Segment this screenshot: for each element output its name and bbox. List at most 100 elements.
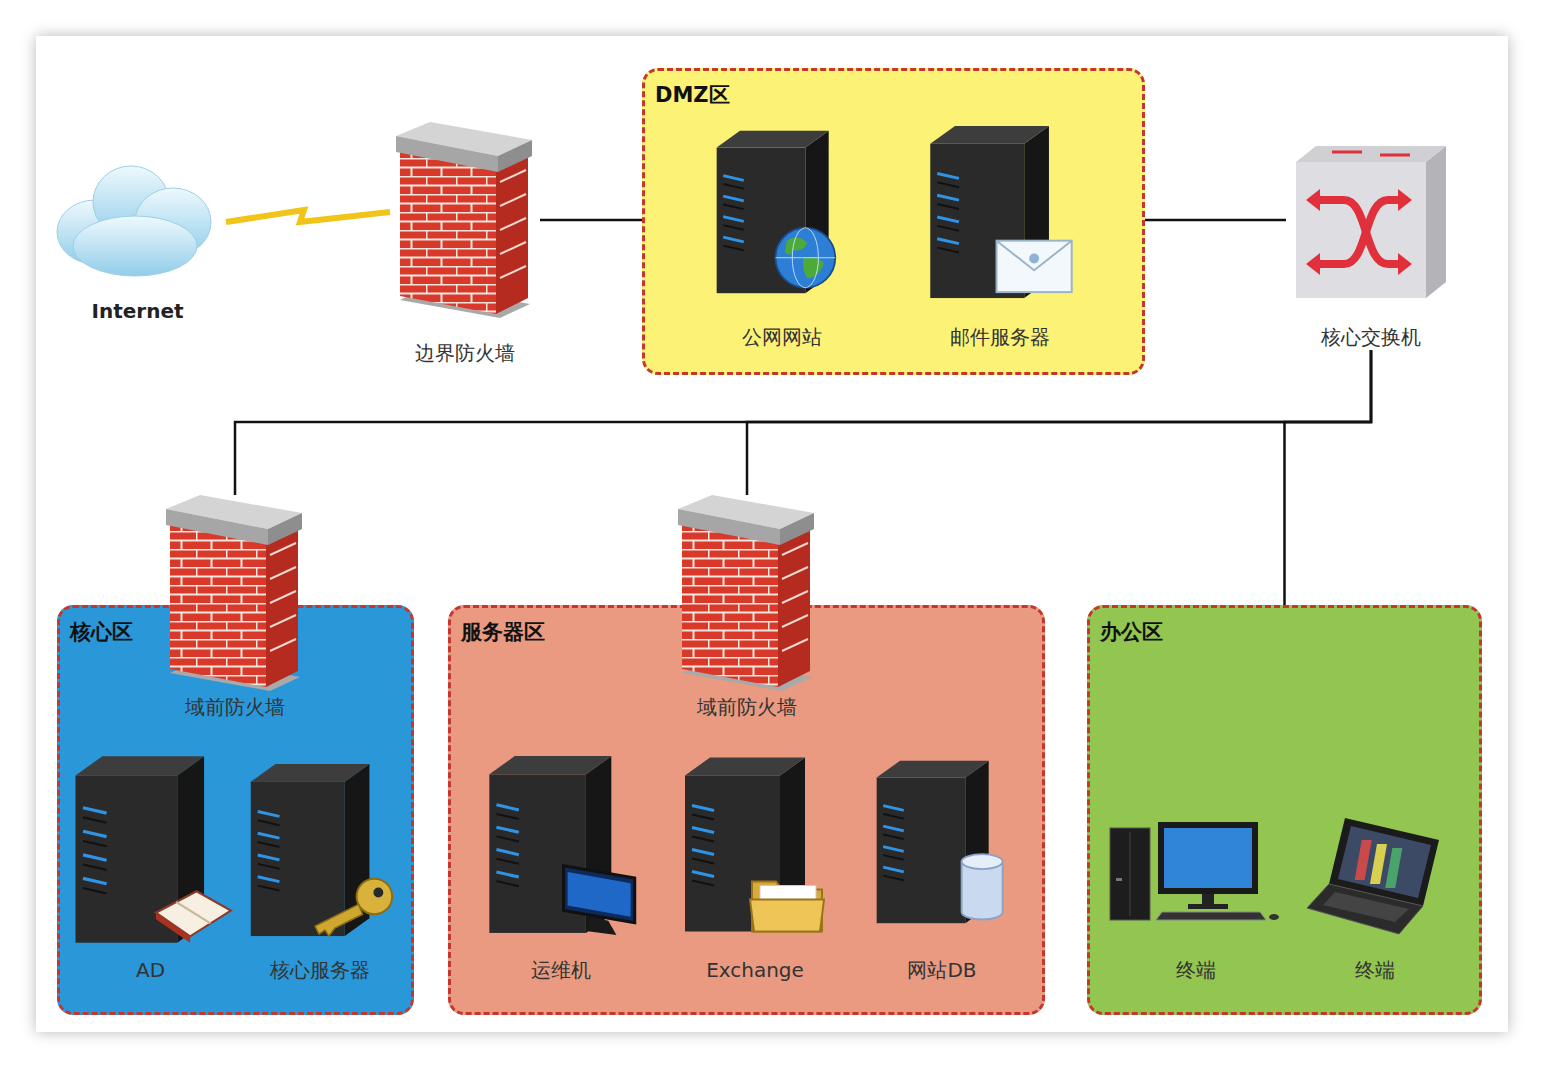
server-icon-part — [1029, 254, 1039, 264]
firewall-icon — [166, 495, 304, 691]
desktop-icon-part — [1158, 822, 1258, 894]
server-icon-part — [930, 126, 1049, 144]
node-label: 边界防火墙 — [390, 340, 540, 366]
server-icon-part — [937, 204, 959, 209]
server-icon-part — [937, 226, 959, 231]
switch-icon-part — [1306, 253, 1320, 275]
laptop-icon-part — [1323, 892, 1409, 922]
firewall-node: 边界防火墙 — [390, 122, 540, 366]
firewall-icon-part — [778, 525, 810, 687]
server-icon-part — [937, 182, 959, 187]
server-icon-part — [176, 902, 210, 923]
network-link — [1285, 350, 1372, 605]
server-icon-part — [258, 820, 280, 825]
region-heading: 核心区 — [60, 608, 133, 646]
server-icon-part — [496, 859, 518, 864]
desktop-icon-part — [1116, 878, 1122, 881]
server-icon-part — [877, 761, 989, 778]
server-icon-part — [937, 173, 959, 178]
zone-region: 核心区域前防火墙AD核心服务器 — [57, 605, 414, 1015]
server-icon — [245, 760, 395, 940]
server-icon-part — [692, 806, 714, 811]
server-icon-part — [937, 195, 959, 200]
network-link — [1145, 219, 1286, 222]
node-label: AD — [62, 957, 239, 983]
server-icon-part — [496, 836, 518, 841]
server-icon-part — [258, 811, 280, 816]
switch-icon-part — [1426, 146, 1446, 298]
server-icon-part — [692, 859, 714, 864]
server-icon-part — [258, 877, 280, 882]
server-icon-part — [251, 782, 345, 936]
server-node: 邮件服务器 — [916, 122, 1083, 350]
firewall-icon-part — [268, 513, 302, 545]
switch-icon-part — [1296, 162, 1426, 298]
server-icon-part — [723, 205, 744, 210]
server-icon-part — [775, 228, 835, 288]
firewall-icon-part — [266, 525, 298, 687]
server-icon-part — [76, 756, 205, 775]
server-icon-part — [883, 814, 904, 819]
server-icon — [712, 122, 852, 302]
server-icon-part — [937, 248, 959, 253]
laptop-icon-part — [1370, 844, 1387, 884]
server-node: AD — [62, 752, 239, 983]
server-icon-part — [883, 855, 904, 860]
server-icon — [680, 752, 830, 937]
switch-icon-part — [1318, 200, 1400, 264]
desktop-icon-part — [1188, 904, 1228, 909]
desktop-icon — [1108, 820, 1283, 930]
switch-icon-part — [1398, 189, 1412, 211]
laptop-icon-part — [1385, 848, 1402, 888]
server-icon-part — [883, 876, 904, 881]
region-heading: DMZ区 — [645, 71, 730, 109]
switch-icon — [1292, 142, 1450, 300]
server-icon-part — [937, 239, 959, 244]
server-icon-part — [496, 805, 518, 810]
switch-icon-part — [1318, 200, 1400, 264]
firewall-icon-part — [396, 136, 498, 172]
server-icon — [68, 752, 233, 947]
server-icon-part — [997, 241, 1072, 271]
firewall-icon-part — [682, 523, 778, 687]
desktop-node: 终端 — [1102, 820, 1289, 983]
network-link — [540, 219, 642, 222]
server-node: Exchange — [674, 752, 836, 983]
cloud-icon-part-part — [73, 216, 197, 276]
node-label: 公网网站 — [706, 324, 858, 350]
node-label: 域前防火墙 — [672, 694, 822, 720]
server-icon-part — [258, 833, 280, 838]
server-icon-part — [962, 854, 1003, 869]
server-icon-part — [692, 828, 714, 833]
server-icon-part — [723, 246, 744, 251]
server-icon-part — [750, 900, 824, 932]
cloud-icon-part — [57, 166, 211, 276]
server-icon-part — [937, 217, 959, 222]
firewall-node: 域前防火墙 — [672, 495, 822, 720]
desktop-icon-part — [1110, 828, 1150, 920]
firewall-icon-part — [166, 509, 268, 545]
cloud-node: Internet — [49, 160, 226, 324]
firewall-icon-part — [780, 513, 814, 545]
server-icon-part — [258, 842, 280, 847]
server-icon-part — [692, 881, 714, 886]
server-icon-part — [83, 841, 107, 846]
server-icon-part — [586, 917, 616, 935]
node-label: 网站DB — [866, 957, 1018, 983]
switch-icon-part — [1398, 253, 1412, 275]
laptop-icon-part — [1355, 840, 1372, 880]
desktop-icon-part — [1156, 912, 1266, 920]
server-icon-part — [83, 855, 107, 860]
node-label: Internet — [49, 298, 226, 324]
node-label: Exchange — [674, 957, 836, 983]
firewall-icon-part — [500, 170, 526, 278]
switch-icon-part — [1332, 152, 1410, 155]
server-icon-part — [883, 847, 904, 852]
firewall-icon-part — [400, 150, 496, 314]
server-icon-part — [564, 866, 635, 923]
firewall-icon-part — [496, 152, 528, 314]
region-heading: 办公区 — [1090, 608, 1163, 646]
server-node: 网站DB — [866, 752, 1018, 983]
lightning-link — [226, 210, 390, 222]
